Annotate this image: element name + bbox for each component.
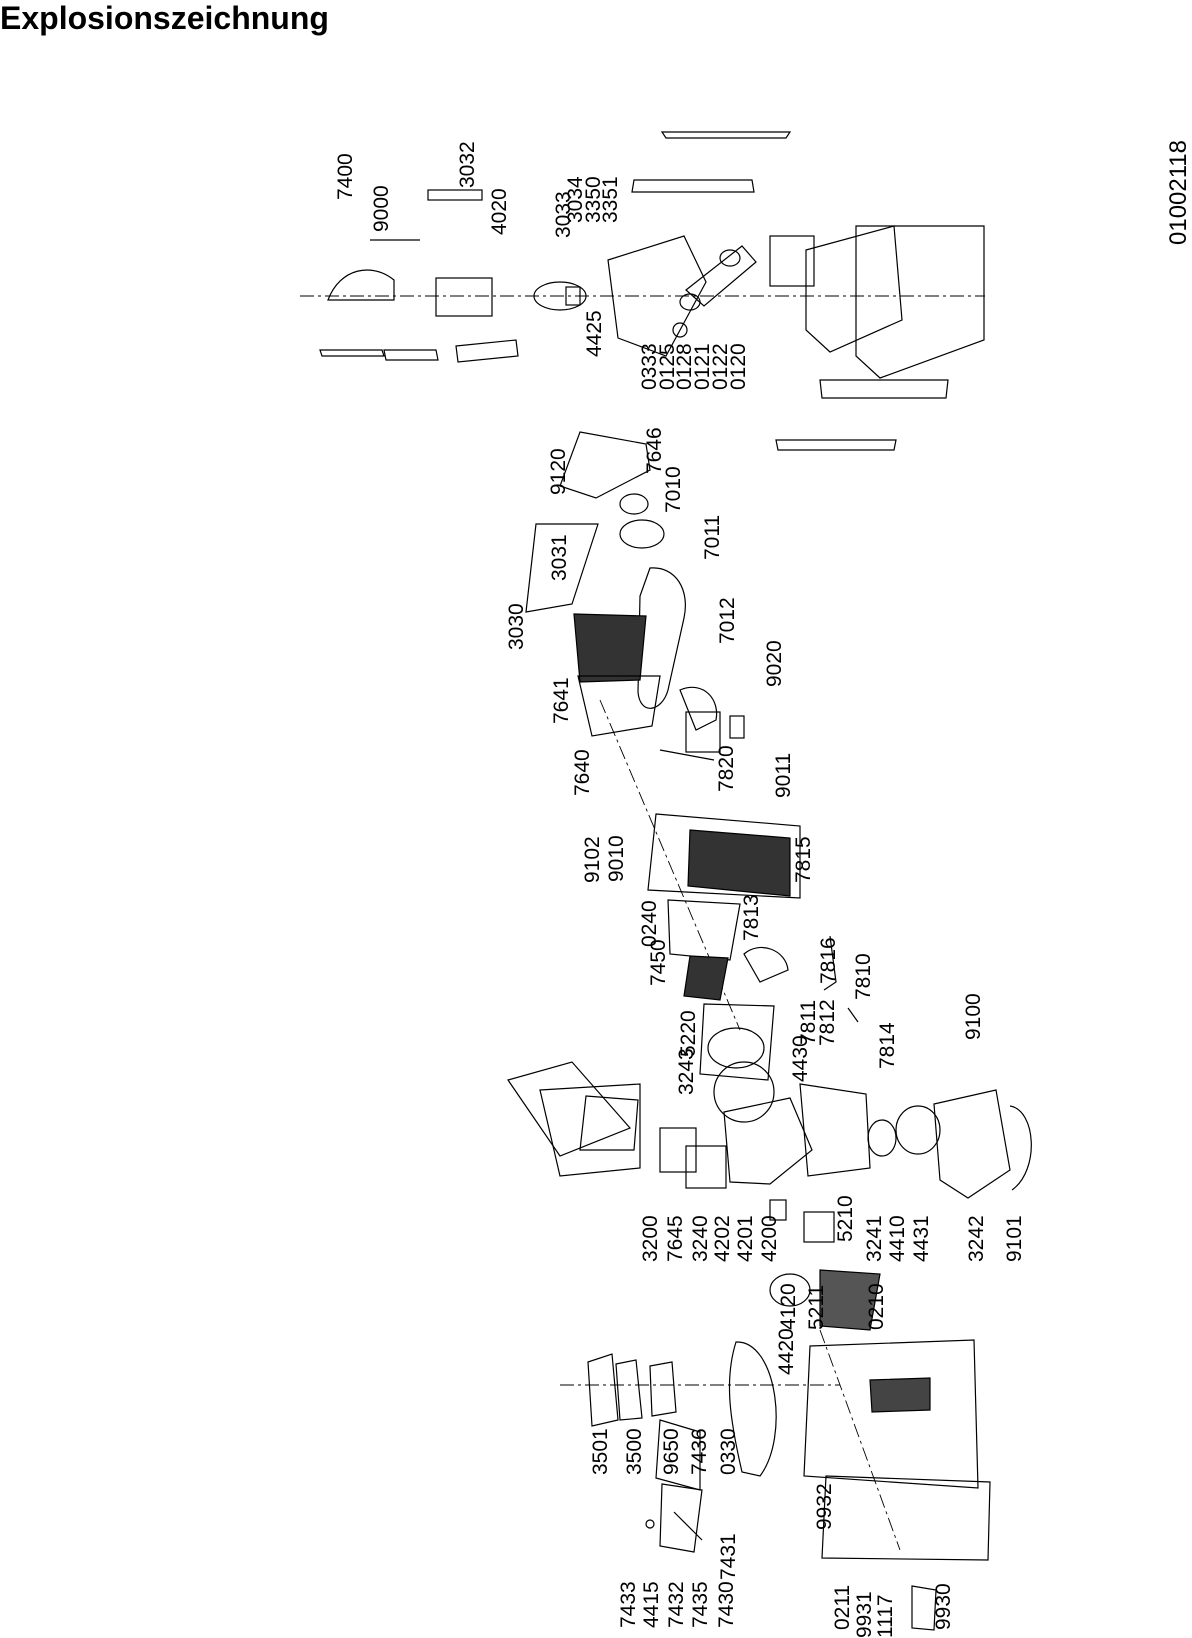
part-label-3241: 3241 — [863, 1215, 886, 1262]
part-label-4120: 4120 — [777, 1283, 800, 1330]
part-label-9930: 9930 — [932, 1583, 955, 1630]
part-label-3242: 3242 — [965, 1215, 988, 1262]
part-label-7435: 7435 — [689, 1581, 712, 1628]
part-label-0333: 0333 — [638, 343, 661, 390]
part-label-3351: 3351 — [599, 176, 622, 223]
part-label-7431: 7431 — [717, 1533, 740, 1580]
part-label-7010: 7010 — [662, 466, 685, 513]
part-label-3243: 3243 — [675, 1048, 698, 1095]
part-label-7646: 7646 — [643, 427, 666, 474]
part-label-7641: 7641 — [550, 677, 573, 724]
part-label-4020: 4020 — [488, 188, 511, 235]
part-label-9000: 9000 — [370, 185, 393, 232]
part-label-4202: 4202 — [711, 1215, 734, 1262]
part-label-4430: 4430 — [789, 1035, 812, 1082]
part-label-4415: 4415 — [640, 1581, 663, 1628]
part-label-0121: 0121 — [691, 343, 714, 390]
part-label-7012: 7012 — [716, 597, 739, 644]
part-label-0120: 0120 — [727, 343, 750, 390]
page-title: Explosionszeichnung — [0, 0, 329, 36]
part-label-7433: 7433 — [617, 1581, 640, 1628]
part-label-9102: 9102 — [581, 836, 604, 883]
part-label-4425: 4425 — [583, 310, 606, 357]
part-label-7816: 7816 — [817, 937, 840, 984]
lower-assembly — [507, 1061, 1032, 1631]
part-label-5210: 5210 — [834, 1195, 857, 1242]
part-label-7815: 7815 — [792, 836, 815, 883]
part-label-3033: 3033 — [552, 191, 575, 238]
part-label-9100: 9100 — [962, 993, 985, 1040]
part-label-9931: 9931 — [853, 1591, 876, 1638]
part-label-0210: 0210 — [865, 1283, 888, 1330]
part-label-7011: 7011 — [701, 515, 724, 560]
part-label-5211: 5211 — [805, 1285, 828, 1330]
part-label-3501: 3501 — [589, 1428, 612, 1475]
part-label-4431: 4431 — [910, 1215, 933, 1262]
part-label-7645: 7645 — [664, 1215, 687, 1262]
assembly-axes — [300, 295, 985, 1551]
part-label-4201: 4201 — [734, 1215, 757, 1262]
part-label-0330: 0330 — [717, 1428, 740, 1475]
part-label-0211: 0211 — [831, 1585, 854, 1630]
middle-assembly — [525, 431, 859, 1123]
drawing-number: 01002118 — [1165, 140, 1192, 245]
part-label-3500: 3500 — [623, 1428, 646, 1475]
part-label-7813: 7813 — [740, 894, 763, 941]
part-label-0240: 0240 — [638, 900, 661, 947]
part-label-9020: 9020 — [763, 640, 786, 687]
part-label-4200: 4200 — [758, 1215, 781, 1262]
part-label-7810: 7810 — [852, 953, 875, 1000]
part-label-4420: 4420 — [775, 1328, 798, 1375]
part-label-3200: 3200 — [639, 1215, 662, 1262]
part-label-7432: 7432 — [665, 1581, 688, 1628]
part-label-0122: 0122 — [709, 343, 732, 390]
upper-assembly — [319, 131, 985, 451]
part-label-7814: 7814 — [876, 1022, 899, 1069]
part-label-7812: 7812 — [816, 999, 839, 1046]
part-label-7436: 7436 — [688, 1428, 711, 1475]
part-label-7400: 7400 — [334, 153, 357, 200]
part-label-1117: 1117 — [874, 1594, 897, 1638]
part-label-4410: 4410 — [886, 1215, 909, 1262]
part-label-3350: 3350 — [582, 176, 605, 223]
part-label-9650: 9650 — [660, 1428, 683, 1475]
part-label-0125: 0125 — [656, 343, 679, 390]
part-label-3032: 3032 — [456, 141, 479, 188]
part-label-7811: 7811 — [797, 1000, 820, 1045]
part-label-0128: 0128 — [673, 343, 696, 390]
part-label-9932: 9932 — [813, 1483, 836, 1530]
part-label-3240: 3240 — [689, 1215, 712, 1262]
part-label-9010: 9010 — [605, 835, 628, 882]
part-label-7450: 7450 — [647, 939, 670, 986]
part-label-3031: 3031 — [548, 534, 571, 581]
part-label-7820: 7820 — [715, 745, 738, 792]
part-label-9120: 9120 — [547, 448, 570, 495]
part-label-3034: 3034 — [564, 176, 587, 223]
part-label-3030: 3030 — [505, 603, 528, 650]
part-label-9011: 9011 — [772, 753, 795, 798]
part-label-7640: 7640 — [571, 749, 594, 796]
part-label-7430: 7430 — [715, 1581, 738, 1628]
part-label-5220: 5220 — [677, 1010, 700, 1057]
part-label-9101: 9101 — [1003, 1215, 1026, 1262]
